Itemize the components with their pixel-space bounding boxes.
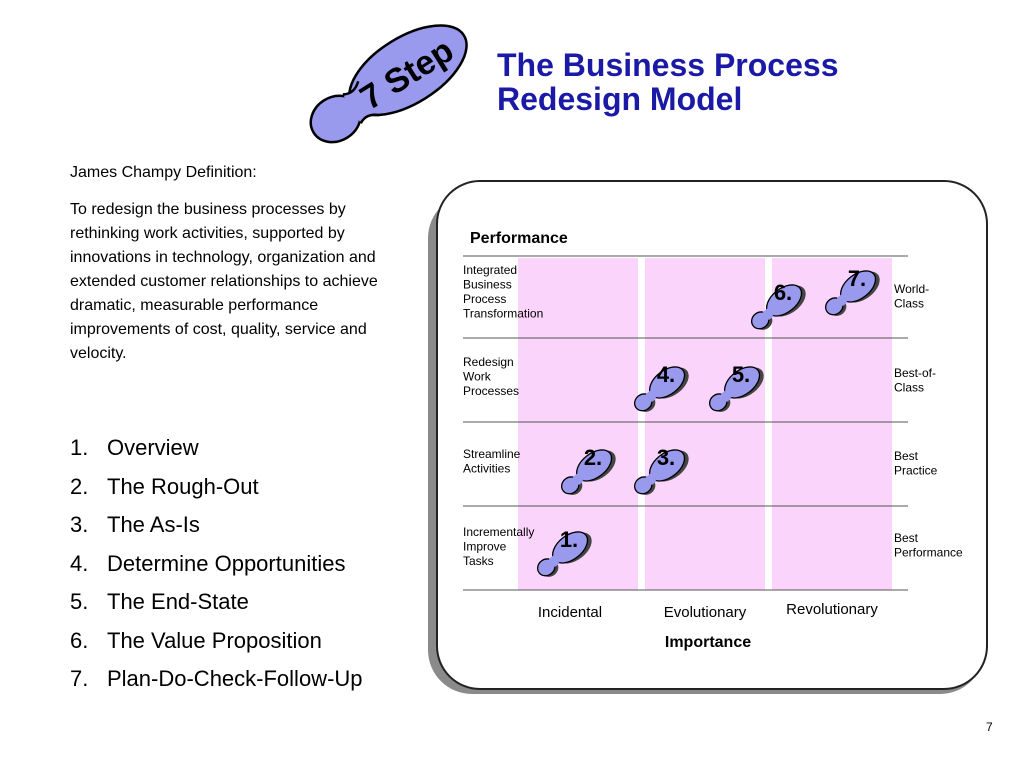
- step-number: 7.: [70, 666, 89, 691]
- slide-title: The Business Process Redesign Model: [497, 48, 917, 116]
- footprint-icon: [536, 531, 592, 577]
- step-number: 1.: [70, 435, 89, 460]
- step-item: 5. The End-State: [70, 589, 363, 628]
- footprint-icon: [633, 449, 689, 495]
- seven-step-footprint-logo: 7 Step: [309, 24, 468, 144]
- x-axis-title: Importance: [665, 634, 751, 651]
- level-label: World-Class: [894, 282, 929, 311]
- step-number: 2.: [70, 473, 89, 499]
- step-item: 6. The Value Proposition: [70, 628, 363, 667]
- footprint-number: 5.: [732, 362, 750, 387]
- footprint-icon: [824, 270, 880, 316]
- definition-body: To redesign the business processes by re…: [70, 201, 378, 362]
- definition-heading: James Champy Definition:: [70, 164, 257, 181]
- column-label: Revolutionary: [786, 601, 878, 618]
- title-line-2: Redesign Model: [497, 81, 743, 117]
- footprint-icon: [560, 449, 616, 495]
- footprint-icon: [750, 284, 806, 330]
- step-number: 6.: [70, 627, 89, 653]
- level-label: Best-of-Class: [894, 366, 936, 395]
- step-number: 5.: [70, 589, 89, 614]
- footprint-number: 6.: [774, 280, 792, 305]
- step-label: The Rough-Out: [107, 473, 259, 499]
- column-label: Incidental: [538, 604, 602, 621]
- step-label: The Value Proposition: [107, 627, 322, 653]
- column-label: Evolutionary: [664, 604, 747, 621]
- page-number: 7: [986, 720, 993, 734]
- footprint-icon: [708, 366, 764, 412]
- step-label: Determine Opportunities: [107, 550, 346, 576]
- footprint-number: 2.: [584, 445, 602, 470]
- footprint-number: 4.: [657, 362, 675, 387]
- step-item: 7. Plan-Do-Check-Follow-Up: [70, 666, 363, 705]
- step-number: 3.: [70, 512, 89, 537]
- step-list: 1. Overview 2. The Rough-Out 3. The As-Is 4. De…: [70, 435, 363, 705]
- title-line-1: The Business Process: [497, 47, 839, 83]
- step-label: The End-State: [107, 589, 249, 614]
- footprint-number: 7.: [848, 266, 866, 291]
- step-item: 4. Determine Opportunities: [70, 551, 363, 590]
- y-axis-title: Performance: [470, 230, 568, 247]
- step-number: 4.: [70, 550, 89, 576]
- step-label: Overview: [107, 435, 199, 460]
- column-band: [645, 258, 765, 590]
- step-label: Plan-Do-Check-Follow-Up: [107, 666, 363, 691]
- step-item: 3. The As-Is: [70, 512, 363, 551]
- step-item: 2. The Rough-Out: [70, 474, 363, 513]
- footprint-number: 3.: [657, 445, 675, 470]
- step-item: 1. Overview: [70, 435, 363, 474]
- step-label: The As-Is: [107, 512, 200, 537]
- footprint-number: 1.: [560, 527, 578, 552]
- footprint-icon: [633, 366, 689, 412]
